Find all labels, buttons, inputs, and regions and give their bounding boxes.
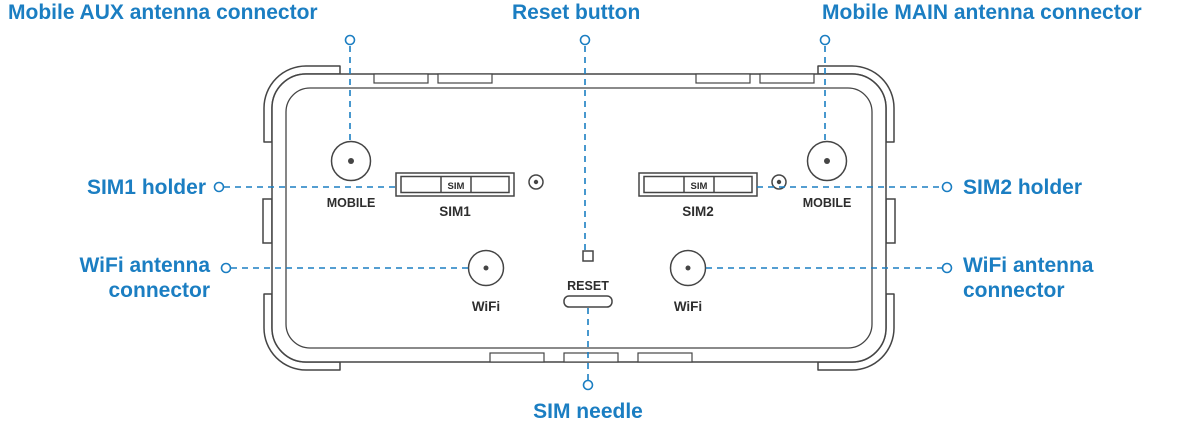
- sim1-tray-label: SIM: [448, 181, 465, 192]
- leader-dot-sim2: [941, 181, 953, 193]
- reset-label: RESET: [567, 279, 609, 293]
- leader-dot-mobile-aux: [344, 34, 356, 46]
- leader-dot-wifi-left: [220, 262, 232, 274]
- callout-reset-button: Reset button: [512, 1, 641, 24]
- screw-right-pin: [776, 179, 782, 185]
- bottom-vent-tab: [489, 352, 545, 363]
- leader-dot-reset: [579, 34, 591, 46]
- callout-sim2-holder: SIM2 holder: [963, 176, 1083, 199]
- sim2-tray-label: SIM: [691, 181, 708, 192]
- device-body-outline: [271, 73, 887, 363]
- mobile-aux-center-pin: [348, 158, 354, 164]
- mobile-left-label: MOBILE: [327, 196, 376, 210]
- callout-wifi-antenna-connector-left: WiFi antenna connector: [20, 253, 210, 303]
- sim1-label: SIM1: [439, 204, 471, 219]
- wifi-right-label: WiFi: [674, 299, 702, 314]
- leader-dot-mobile-main: [819, 34, 831, 46]
- bottom-vent-tab: [637, 352, 693, 363]
- top-vent-tab: [437, 73, 493, 84]
- side-tab-left: [262, 198, 273, 244]
- screw-left-pin: [533, 179, 539, 185]
- wifi-left-label: WiFi: [472, 299, 500, 314]
- wifi-left-center-pin: [483, 265, 489, 271]
- leader-dot-wifi-right: [941, 262, 953, 274]
- top-vent-tab: [759, 73, 815, 84]
- sim2-label: SIM2: [682, 204, 714, 219]
- callout-sim1-holder: SIM1 holder: [86, 176, 206, 199]
- callout-wifi-left-line2: connector: [108, 279, 210, 302]
- callout-mobile-aux-antenna-connector: Mobile AUX antenna connector: [8, 1, 318, 24]
- device-inner-outline: [285, 87, 873, 349]
- mobile-right-label: MOBILE: [803, 196, 852, 210]
- sim-needle-slot: [563, 295, 613, 308]
- callout-wifi-right-line1: WiFi antenna: [963, 254, 1094, 277]
- top-vent-tab: [695, 73, 751, 84]
- top-vent-tab: [373, 73, 429, 84]
- callout-wifi-right-line2: connector: [963, 279, 1065, 302]
- mobile-main-center-pin: [824, 158, 830, 164]
- leader-dot-sim1: [213, 181, 225, 193]
- wifi-right-center-pin: [685, 265, 691, 271]
- callout-wifi-antenna-connector-right: WiFi antenna connector: [963, 253, 1093, 303]
- sim1-holder-tray: [400, 175, 510, 194]
- leader-dot-sim-needle: [582, 379, 594, 391]
- side-tab-right: [885, 198, 896, 244]
- reset-button: [582, 250, 594, 262]
- callout-sim-needle: SIM needle: [533, 400, 643, 423]
- callout-mobile-main-antenna-connector: Mobile MAIN antenna connector: [822, 1, 1142, 24]
- bottom-vent-tab: [563, 352, 619, 363]
- callout-wifi-left-line1: WiFi antenna: [79, 254, 210, 277]
- sim2-holder-tray: [643, 175, 753, 194]
